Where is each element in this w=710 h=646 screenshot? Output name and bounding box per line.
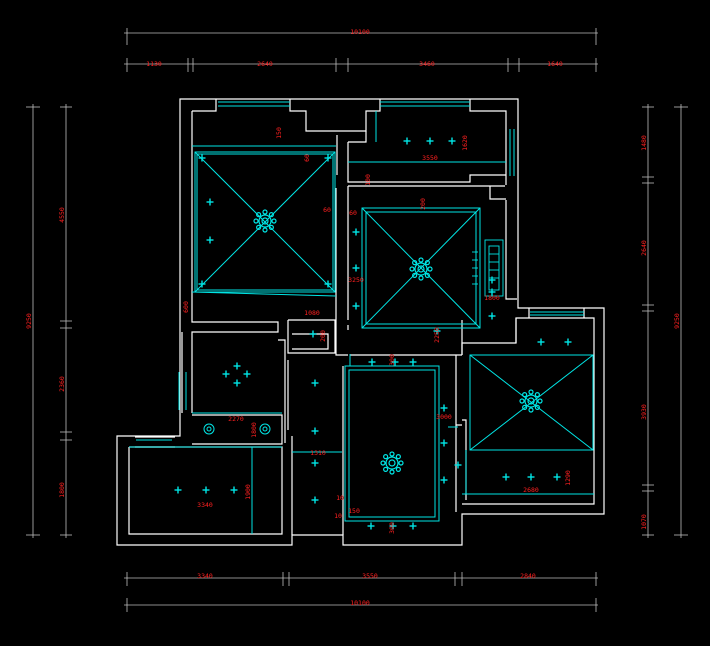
- label-1080: 1080: [304, 309, 320, 317]
- downlight-icon: [352, 228, 360, 236]
- downlight-icon: [324, 154, 332, 162]
- label-1620: 1620: [461, 135, 469, 151]
- chandelier-icon: [253, 209, 277, 233]
- downlight-icon: [553, 473, 561, 481]
- downlight-icon: [403, 137, 411, 145]
- downlight-icon: [564, 338, 572, 346]
- downlight-icon: [352, 302, 360, 310]
- left-dim-3: 1800: [58, 482, 66, 498]
- downlight-icon: [440, 404, 448, 412]
- label-3250: 3250: [348, 276, 364, 284]
- left-total-dimension: 9250: [25, 313, 33, 329]
- downlight-icon: [206, 236, 214, 244]
- ceiling-lines: [129, 101, 594, 534]
- bottom-dim-1: 3340: [197, 572, 213, 580]
- downlight-icon: [202, 486, 210, 494]
- label-200: 200: [419, 198, 427, 210]
- downlight-icon: [206, 198, 214, 206]
- top-dim-4: 1640: [547, 60, 563, 68]
- cabinet-detail: [472, 239, 504, 297]
- label-3000: 3000: [436, 413, 452, 421]
- downlight-icon: [222, 370, 230, 378]
- downlight-icon: [454, 461, 462, 469]
- downlight-icon: [311, 496, 319, 504]
- label-2270: 2270: [228, 415, 244, 423]
- label-150-living: 150: [348, 507, 360, 515]
- chandelier-icon: [519, 389, 543, 413]
- round-light-icon: [203, 423, 271, 435]
- downlight-icon: [198, 280, 206, 288]
- chandelier-icon: [253, 209, 543, 475]
- downlight-icon: [233, 362, 241, 370]
- top-dim-2: 2640: [257, 60, 273, 68]
- downlight-icon: [352, 264, 360, 272]
- label-2250: 2250: [433, 327, 441, 343]
- label-2680: 2680: [523, 486, 539, 494]
- downlight-icon: [527, 473, 535, 481]
- downlight-icon: [174, 486, 182, 494]
- left-dim-2: 2360: [58, 376, 66, 392]
- label-3550: 3550: [422, 154, 438, 162]
- downlight-icon: [433, 327, 441, 335]
- label-600: 600: [182, 301, 190, 313]
- downlight-icon: [309, 330, 317, 338]
- label-60-right: 60: [349, 209, 357, 217]
- downlight-icon: [243, 370, 251, 378]
- label-300: 300: [388, 354, 396, 366]
- label-1310: 1310: [310, 449, 326, 457]
- right-dim-1: 1480: [640, 135, 648, 151]
- label-10: 10: [336, 494, 344, 502]
- downlight-icon: [198, 154, 206, 162]
- label-10b: 10: [334, 512, 342, 520]
- label-1290: 1290: [564, 470, 572, 486]
- downlight-icon: [391, 358, 399, 366]
- downlight-icon: [311, 459, 319, 467]
- top-dim-1: 1130: [146, 60, 162, 68]
- right-total-dimension: 9250: [673, 313, 681, 329]
- downlight-icon: [389, 522, 397, 530]
- downlight-icon: [367, 522, 375, 530]
- label-100: 100: [364, 174, 372, 186]
- bottom-dim-2: 3550: [362, 572, 378, 580]
- label-150: 150: [275, 127, 283, 139]
- label-200-corridor: 200: [319, 330, 327, 342]
- label-3340-room: 3340: [197, 501, 213, 509]
- right-dim-2: 2640: [640, 240, 648, 256]
- downlight-icon: [448, 137, 456, 145]
- downlight-icon: [230, 486, 238, 494]
- downlight-icon: [488, 276, 496, 284]
- label-300-living: 300: [388, 522, 396, 534]
- top-total-dimension: 10100: [350, 28, 370, 36]
- downlight-icon: [488, 312, 496, 320]
- label-1800-center: 1800: [484, 294, 500, 302]
- left-dim-1: 4550: [58, 207, 66, 223]
- downlight-icon: [502, 473, 510, 481]
- label-1900: 1900: [244, 484, 252, 500]
- bottom-total-dimension: 10100: [350, 599, 370, 607]
- label-60-left: 60: [323, 206, 331, 214]
- downlight-icon: [440, 476, 448, 484]
- label-60: 60: [303, 154, 311, 162]
- downlight-icon: [409, 522, 417, 530]
- downlight-icon: [324, 280, 332, 288]
- downlight-icon: [440, 439, 448, 447]
- downlight-icon: [368, 358, 376, 366]
- downlight-icon: [426, 137, 434, 145]
- downlight-icon: [233, 379, 241, 387]
- label-1800-washroom: 1800: [250, 422, 258, 438]
- downlight-icon: [537, 338, 545, 346]
- downlight-icon: [311, 427, 319, 435]
- right-dim-4: 1070: [640, 514, 648, 530]
- downlight-icon: [488, 288, 496, 296]
- right-dim-3: 3930: [640, 404, 648, 420]
- downlight-icon: [311, 379, 319, 387]
- chandelier-icon: [409, 257, 433, 281]
- bottom-dim-3: 2840: [520, 572, 536, 580]
- chandelier-icon: [380, 451, 404, 475]
- dimension-lines: [26, 28, 688, 612]
- downlight-icon: [409, 358, 417, 366]
- top-dim-3: 3460: [419, 60, 435, 68]
- downlight-icon: [174, 137, 572, 530]
